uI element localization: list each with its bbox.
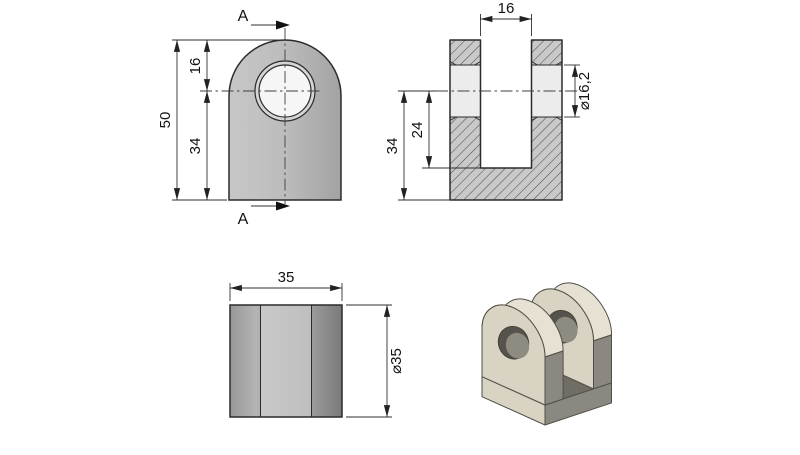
- dim-label-16-slot: 16: [498, 0, 515, 17]
- far-prong-side: [593, 334, 612, 390]
- section-material: [531, 117, 562, 200]
- bottom-view-outline: [229, 304, 343, 418]
- section-material: [531, 40, 562, 65]
- bottom-view: 35 ⌀35: [229, 269, 405, 418]
- section-arrowhead-bottom-icon: [276, 201, 290, 211]
- dim-section-hole-to-base: 34: [384, 90, 452, 201]
- dim-label-35: 35: [278, 269, 295, 286]
- dim-label-bore-dia: ⌀16,2: [576, 72, 593, 110]
- section-arrowhead-top-icon: [276, 20, 290, 30]
- section-material: [450, 40, 481, 65]
- dim-slot-width: 16: [480, 0, 532, 36]
- section-view-a-a: 16 ⌀16,2 34 24: [384, 0, 593, 201]
- dim-front-hole-to-base: 34: [187, 91, 211, 200]
- section-material: [480, 168, 532, 200]
- near-hole-bore-wall: [505, 332, 530, 359]
- section-label-bottom: A: [238, 211, 249, 228]
- dim-bore-diameter: ⌀16,2: [564, 64, 593, 118]
- front-view: A A 50 16 34: [157, 8, 342, 228]
- section-arrow-bottom: A: [238, 201, 290, 228]
- section-label-top: A: [238, 8, 249, 25]
- bore-band-edges: [449, 61, 563, 121]
- dim-front-top-to-hole: 16: [187, 40, 211, 91]
- dim-label-50: 50: [157, 112, 174, 129]
- dim-label-34-section: 34: [384, 138, 401, 155]
- dim-label-24: 24: [409, 122, 426, 139]
- dim-front-total-height: 50: [157, 39, 283, 201]
- dim-label-16: 16: [187, 58, 204, 75]
- near-prong-side: [544, 350, 564, 406]
- dim-label-34: 34: [187, 138, 204, 155]
- section-outline: [449, 39, 563, 201]
- dim-section-hole-to-slot-bottom: 24: [409, 91, 481, 169]
- dim-bottom-diameter: ⌀35: [346, 304, 405, 418]
- dim-bottom-width: 35: [229, 269, 343, 301]
- dim-label-dia-35: ⌀35: [388, 348, 405, 374]
- bottom-view-shading: [230, 305, 342, 417]
- section-arrow-top: A: [238, 8, 290, 30]
- isometric-view: [481, 282, 613, 426]
- section-material: [450, 117, 481, 200]
